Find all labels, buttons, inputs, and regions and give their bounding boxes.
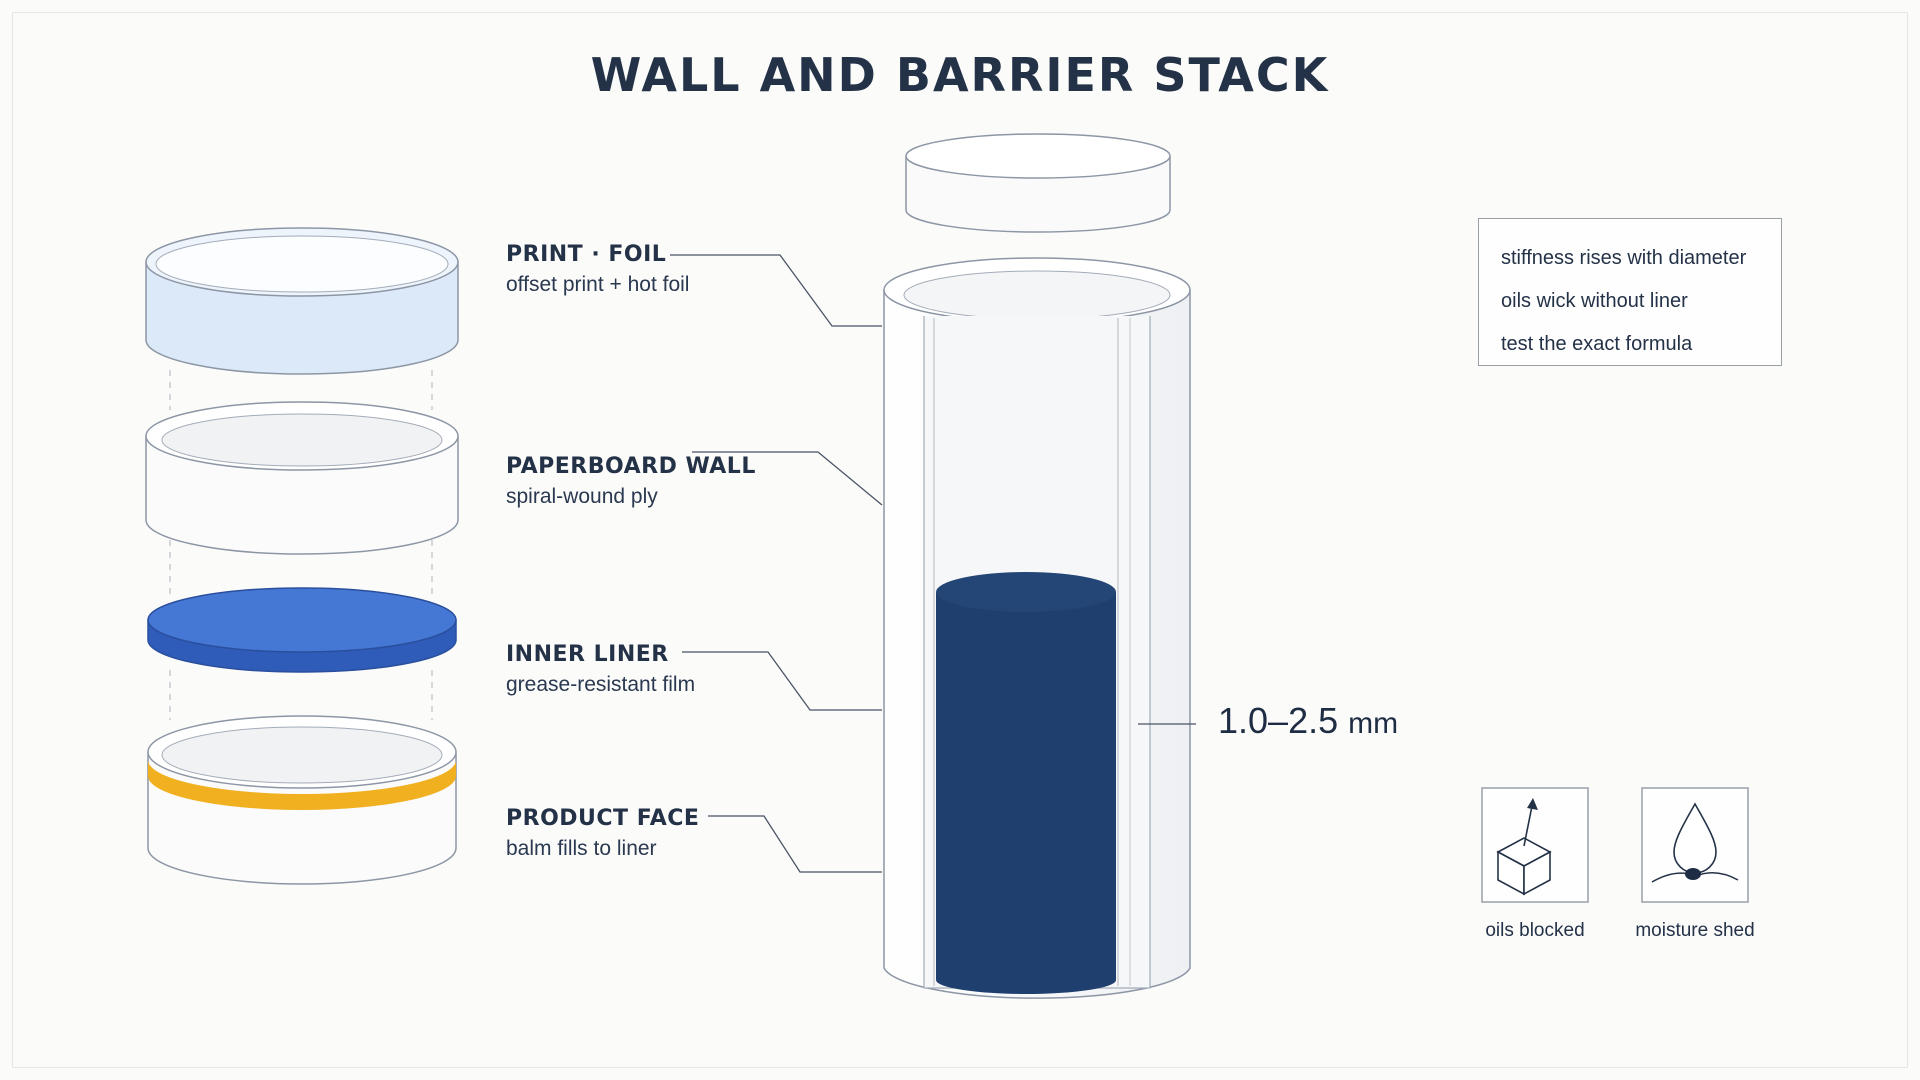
- label-sub: grease-resistant film: [506, 673, 696, 696]
- cube-arrow-icon: [1481, 787, 1589, 903]
- ring-paperboard-wall: [145, 401, 459, 555]
- icon-caption-oils-blocked: oils blocked: [1485, 920, 1585, 941]
- label-heading: PRINT · FOIL: [506, 242, 667, 267]
- label-sub: balm fills to liner: [506, 837, 657, 860]
- label-sub: spiral-wound ply: [506, 485, 658, 508]
- cylinder-cutaway: [883, 133, 1191, 999]
- ring-print-foil: [145, 227, 459, 375]
- disc-inner-liner: [147, 587, 457, 673]
- diagram-frame: [12, 12, 1908, 1068]
- ring-product-face: [147, 715, 457, 885]
- product-fill: [936, 572, 1116, 994]
- leader-lines: [670, 254, 1196, 873]
- label-paperboard-wall: PAPERBOARD WALL spiral-wound ply: [506, 454, 756, 509]
- note-item: stiffness rises with diameter: [1501, 247, 1747, 269]
- cylinder-lid: [905, 133, 1171, 233]
- notes-box: stiffness rises with diameter oils wick …: [1478, 218, 1782, 366]
- label-print-foil: PRINT · FOIL offset print + hot foil: [506, 242, 689, 297]
- label-heading: INNER LINER: [506, 642, 669, 667]
- icon-caption-moisture-shed: moisture shed: [1635, 920, 1755, 941]
- label-heading: PAPERBOARD WALL: [506, 454, 756, 479]
- label-inner-liner: INNER LINER grease-resistant film: [506, 642, 695, 697]
- wall-thickness-dimension: 1.0–2.5 mm: [1218, 700, 1398, 742]
- label-heading: PRODUCT FACE: [506, 806, 700, 831]
- note-item: test the exact formula: [1501, 333, 1693, 355]
- dimension-value: 1.0–2.5: [1218, 700, 1339, 741]
- label-product-face: PRODUCT FACE balm fills to liner: [506, 806, 699, 861]
- note-item: oils wick without liner: [1501, 290, 1688, 312]
- exploded-guides: [169, 370, 433, 720]
- droplet-icon: [1641, 787, 1749, 903]
- label-sub: offset print + hot foil: [506, 273, 690, 296]
- dimension-unit: mm: [1348, 707, 1399, 740]
- diagram-title: WALL AND BARRIER STACK: [590, 48, 1330, 102]
